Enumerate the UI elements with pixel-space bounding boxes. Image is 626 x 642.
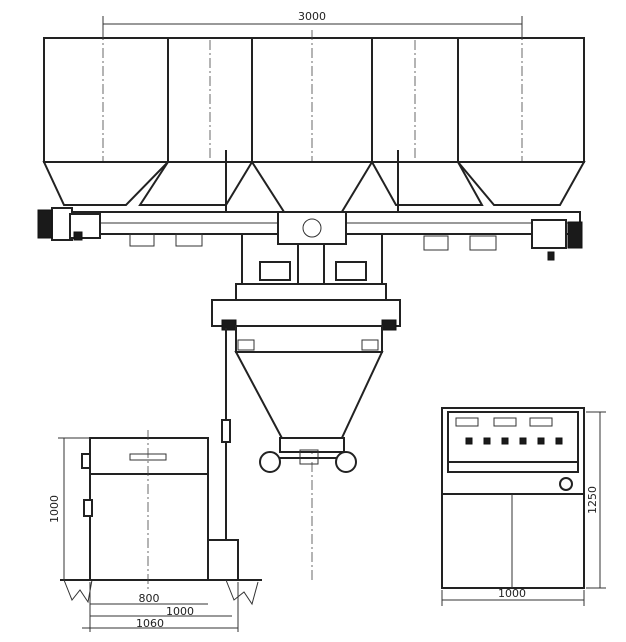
top-dimension: 3000 xyxy=(102,10,523,40)
left-inner-width-label: 800 xyxy=(139,592,160,605)
support-frame-top xyxy=(235,283,387,301)
control-console: 1000 1250 xyxy=(441,407,606,606)
left-feeder xyxy=(259,261,291,281)
load-rod xyxy=(207,328,239,581)
console-panel xyxy=(447,411,579,463)
discharge-chute xyxy=(297,243,325,285)
cabinet-body xyxy=(89,437,209,581)
console-height-label: 1250 xyxy=(586,486,599,514)
hopper-funnel-4 xyxy=(370,161,484,206)
hopper-funnel-3 xyxy=(250,161,374,216)
gate-wheel-right xyxy=(335,451,357,473)
left-width-label: 1000 xyxy=(166,605,194,618)
right-feeder xyxy=(335,261,367,281)
weigh-hopper-cone xyxy=(234,351,384,443)
weigh-frame xyxy=(211,299,401,327)
bin-body xyxy=(43,37,585,163)
hopper-funnel-1 xyxy=(42,161,171,206)
left-cabinet-height-label: 1000 xyxy=(48,495,61,523)
discharge-gate xyxy=(279,437,345,453)
console-width-label: 1000 xyxy=(498,587,526,600)
console-switch xyxy=(559,477,573,491)
hopper-funnel-5 xyxy=(455,161,586,206)
counterweight xyxy=(207,539,239,581)
right-handwheel xyxy=(567,221,583,249)
weigh-hopper xyxy=(211,283,401,473)
left-overall-width-label: 1060 xyxy=(136,617,164,630)
left-cabinet: 1000 800 1000 1060 xyxy=(48,430,239,632)
right-drive-motor xyxy=(531,219,567,249)
left-handwheel xyxy=(37,209,53,239)
total-width-label: 3000 xyxy=(298,10,326,23)
central-valve xyxy=(277,211,347,245)
gate-wheel-left xyxy=(259,451,281,473)
hopper-bins xyxy=(42,30,586,580)
weigh-hopper-top xyxy=(235,325,383,353)
turnbuckle xyxy=(221,419,231,443)
